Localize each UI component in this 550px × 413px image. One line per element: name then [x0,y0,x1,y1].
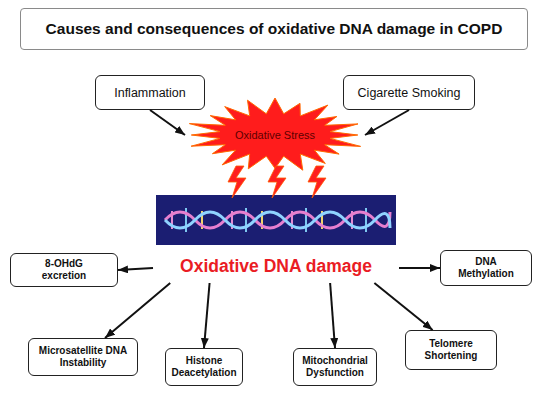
helix-strand [165,212,390,228]
node-label: DNA Methylation [453,256,519,280]
dna-band [156,195,396,245]
title-frame: Causes and consequences of oxidative DNA… [20,8,528,50]
lightning-bolt [308,166,326,198]
helix-rung [291,211,293,229]
helix-rung [171,211,173,229]
dna-damage-band: Oxidative DNA damage [153,195,399,283]
arrow-connector [330,283,335,348]
arrow-connector [150,110,185,135]
helix-rung [365,208,367,232]
node-label: Oxidative DNA damage [180,256,372,277]
helix-rung [201,211,203,229]
diagram-title: Causes and consequences of oxidative DNA… [46,20,503,38]
dna-helix [165,208,390,232]
helix-rung [321,211,323,229]
arrow-connector [118,268,153,270]
lightning-bolt [268,166,286,198]
node-label: Histone Deacetylation [167,355,241,379]
helix-rung [305,208,307,232]
consequence-box: Telomere Shortening [405,330,497,370]
lightning-bolt [228,166,246,198]
node-label: Inflammation [114,86,186,100]
consequence-box: DNA Methylation [440,250,532,286]
consequence-box: Mitochondrial Dysfunction [293,348,377,386]
node-label: Oxidative Stress [235,129,315,141]
arrow-connector [365,110,409,135]
arrow-connector [204,283,210,348]
helix-rung [231,211,233,229]
node-label: Telomere Shortening [416,338,486,362]
consequence-box: Microsatellite DNA Instability [28,338,138,376]
arrow-connector [399,267,440,269]
helix-rung [261,211,263,229]
arrow-connector [374,283,432,330]
helix-rung [351,211,353,229]
node-label: Microsatellite DNA Instability [31,345,135,369]
arrow-connector [105,283,170,338]
helix-strand [165,212,390,228]
node-label: 8-OHdG excretion [33,258,95,282]
helix-rung [245,208,247,232]
starburst-shape [189,98,360,170]
cause-box: Cigarette Smoking [343,75,475,110]
helix-rung [185,208,187,232]
cause-box: Inflammation [95,75,205,110]
stress-starburst: Oxidative Stress [185,98,365,172]
node-label: Cigarette Smoking [358,86,461,100]
node-label: Mitochondrial Dysfunction [295,355,375,379]
consequence-box: 8-OHdG excretion [10,253,118,287]
consequence-box: Histone Deacetylation [165,348,243,386]
